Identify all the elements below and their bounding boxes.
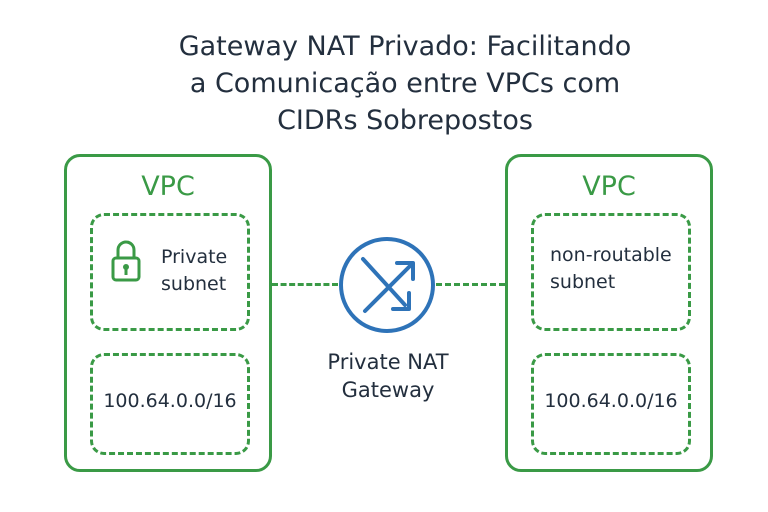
non-routable-subnet: non-routable subnet [531,213,691,331]
vpc-right: VPC non-routable subnet 100.64.0.0/16 [505,154,713,472]
private-subnet-line-2: subnet [161,273,227,295]
vpc-left-label: VPC [141,171,195,202]
nat-gateway-line-1: Private NAT [327,350,449,374]
title-line-1: Gateway NAT Privado: Facilitando [178,31,632,62]
page-title: Gateway NAT Privado: Facilitando a Comun… [120,28,690,139]
cidr-right-label: 100.64.0.0/16 [544,390,678,412]
non-routable-subnet-line-1: non-routable [550,244,672,266]
private-subnet-label: Private subnet [161,244,227,298]
title-line-2: a Comunicação entre VPCs com [189,68,621,99]
nat-gateway-icon [339,237,435,333]
nat-gateway-line-2: Gateway [341,378,435,402]
private-subnet: Private subnet [90,213,250,331]
connector-left [272,283,338,286]
lock-icon [111,240,141,282]
non-routable-subnet-label: non-routable subnet [550,242,672,296]
cidr-subnet-left: 100.64.0.0/16 [90,353,250,455]
nat-gateway-label: Private NAT Gateway [300,348,476,404]
non-routable-subnet-line-2: subnet [550,271,616,293]
private-subnet-line-1: Private [161,246,228,268]
vpc-right-label: VPC [582,171,636,202]
vpc-left: VPC Private subnet 100.64.0.0/16 [64,154,272,472]
connector-right [436,283,505,286]
cidr-left-label: 100.64.0.0/16 [103,390,237,412]
cidr-subnet-right: 100.64.0.0/16 [531,353,691,455]
title-line-3: CIDRs Sobrepostos [277,105,533,136]
